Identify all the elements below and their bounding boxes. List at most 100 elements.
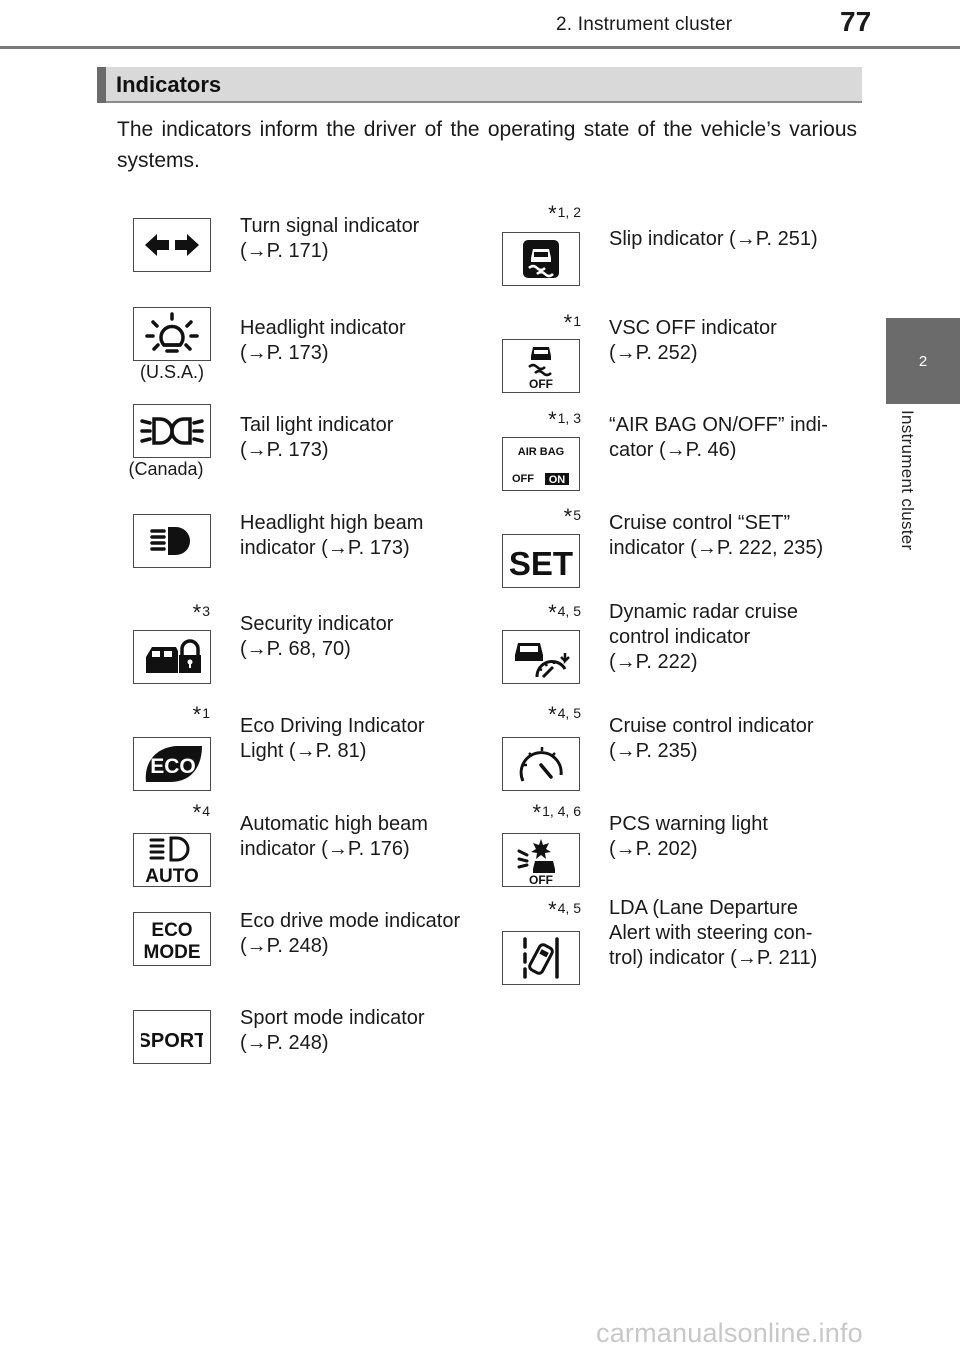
airbag-label: AIR BAG bbox=[518, 446, 564, 458]
footnote-marker: *1, 2 bbox=[548, 201, 581, 226]
footnote-marker: *4, 5 bbox=[548, 702, 581, 727]
cruise-control-description: Cruise control indicator (→P. 235) bbox=[609, 714, 849, 764]
description-line: control indicator bbox=[609, 626, 751, 648]
description-line: (→P. 248) bbox=[240, 1032, 329, 1054]
sport-mode-icon: SPORT bbox=[133, 1010, 211, 1064]
cruise-set-description: Cruise control “SET” indicator (→P. 222,… bbox=[609, 511, 846, 561]
description-line: (→P. 252) bbox=[609, 342, 698, 364]
eco-driving-description: Eco Driving Indicator Light (→P. 81) bbox=[240, 714, 477, 764]
description-line: Headlight high beam bbox=[240, 512, 424, 534]
watermark: carmanualsonline.info bbox=[596, 1318, 863, 1348]
headlight-description: Headlight indicator (→P. 173) bbox=[240, 316, 480, 366]
description-line: Light (→P. 81) bbox=[240, 740, 367, 762]
description-line: Sport mode indicator bbox=[240, 1007, 425, 1029]
section-heading-marker bbox=[97, 67, 106, 103]
footnote-marker: *4, 5 bbox=[548, 600, 581, 625]
pcs-off-label: OFF bbox=[529, 873, 553, 885]
footnote-marker: *3 bbox=[192, 600, 210, 625]
eco-driving-icon: ECO bbox=[133, 737, 211, 791]
vsc-off-label: OFF bbox=[529, 377, 553, 390]
footnote-marker: *1 bbox=[192, 702, 210, 727]
description-line: indicator (→P. 222, 235) bbox=[609, 537, 824, 559]
airbag-off-label: OFF bbox=[512, 473, 534, 485]
description-line: Dynamic radar cruise bbox=[609, 601, 798, 623]
description-line: PCS warning light bbox=[609, 813, 768, 835]
sport-mode-description: Sport mode indicator (→P. 248) bbox=[240, 1006, 480, 1056]
auto-label: AUTO bbox=[145, 866, 198, 884]
description-line: (→P. 173) bbox=[240, 342, 329, 364]
slip-icon bbox=[502, 232, 580, 286]
description-line: VSC OFF indicator bbox=[609, 317, 777, 339]
tail-light-icon bbox=[133, 404, 211, 458]
slip-description: Slip indicator (→P. 251) bbox=[609, 227, 849, 252]
chapter-tab: 2 bbox=[886, 318, 960, 404]
description-line: Headlight indicator bbox=[240, 317, 406, 339]
auto-high-beam-description: Automatic high beam indicator (→P. 176) bbox=[240, 812, 477, 862]
eco-mode-description: Eco drive mode indicator (→P. 248) bbox=[240, 909, 480, 959]
footnote-marker: *4 bbox=[192, 800, 210, 825]
lda-icon bbox=[502, 931, 580, 985]
high-beam-icon bbox=[133, 514, 211, 568]
section-heading-bar: Indicators bbox=[97, 67, 862, 103]
radar-cruise-description: Dynamic radar cruise control indicator (… bbox=[609, 600, 846, 675]
description-line: (→P. 248) bbox=[240, 935, 329, 957]
intro-paragraph: The indicators inform the driver of the … bbox=[117, 118, 857, 172]
region-note-usa: (U.S.A.) bbox=[139, 362, 204, 382]
region-note-canada: (Canada) bbox=[128, 459, 204, 479]
description-line: indicator (→P. 173) bbox=[240, 537, 410, 559]
description-line: Tail light indicator bbox=[240, 414, 394, 436]
footnote-marker: *1 bbox=[563, 310, 581, 335]
description-line: trol) indicator (→P. 211) bbox=[609, 947, 818, 969]
description-line: Automatic high beam bbox=[240, 813, 428, 835]
description-line: cator (→P. 46) bbox=[609, 439, 737, 461]
description-line: Turn signal indicator bbox=[240, 215, 420, 237]
description-line: Security indicator bbox=[240, 613, 394, 635]
footnote-marker: *1, 3 bbox=[548, 407, 581, 432]
headlight-icon bbox=[133, 307, 211, 361]
set-label: SET bbox=[509, 545, 573, 581]
description-line: indicator (→P. 176) bbox=[240, 838, 410, 860]
description-line: (→P. 202) bbox=[609, 838, 698, 860]
cruise-set-icon: SET bbox=[502, 534, 580, 588]
description-line: LDA (Lane Departure bbox=[609, 897, 799, 919]
auto-high-beam-icon: AUTO bbox=[133, 833, 211, 887]
eco-mode-label-top: ECO bbox=[151, 920, 192, 941]
tail-light-description: Tail light indicator (→P. 173) bbox=[240, 413, 480, 463]
description-line: “AIR BAG ON/OFF” indi- bbox=[609, 414, 828, 436]
sport-label: SPORT bbox=[141, 1030, 203, 1052]
security-description: Security indicator (→P. 68, 70) bbox=[240, 612, 480, 662]
description-line: (→P. 68, 70) bbox=[240, 638, 351, 660]
radar-cruise-icon bbox=[502, 630, 580, 684]
description-line: Cruise control indicator bbox=[609, 715, 814, 737]
description-line: Eco drive mode indicator bbox=[240, 910, 461, 932]
description-line: (→P. 222) bbox=[609, 651, 698, 673]
airbag-on-off-icon: AIR BAG OFF ON bbox=[502, 437, 580, 491]
description-line: Cruise control “SET” bbox=[609, 512, 791, 534]
chapter-title: Instrument cluster bbox=[898, 410, 917, 551]
eco-label: ECO bbox=[150, 755, 196, 778]
airbag-description: “AIR BAG ON/OFF” indi- cator (→P. 46) bbox=[609, 413, 846, 463]
cruise-control-icon bbox=[502, 737, 580, 791]
turn-signal-description: Turn signal indicator (→P. 171) bbox=[240, 214, 480, 264]
chapter-number: 2 bbox=[918, 352, 928, 370]
lda-description: LDA (Lane Departure Alert with steering … bbox=[609, 896, 846, 971]
vsc-off-icon: OFF bbox=[502, 339, 580, 393]
eco-mode-icon: ECO MODE bbox=[133, 912, 211, 966]
vsc-off-description: VSC OFF indicator (→P. 252) bbox=[609, 316, 849, 366]
footnote-marker: *5 bbox=[563, 504, 581, 529]
airbag-on-label: ON bbox=[549, 474, 566, 486]
security-icon bbox=[133, 630, 211, 684]
description-line: (→P. 235) bbox=[609, 740, 698, 762]
eco-mode-label-bottom: MODE bbox=[144, 942, 201, 962]
description-line: Alert with steering con- bbox=[609, 922, 813, 944]
high-beam-description: Headlight high beam indicator (→P. 173) bbox=[240, 511, 477, 561]
section-title: Indicators bbox=[116, 72, 222, 97]
description-line: (→P. 173) bbox=[240, 439, 329, 461]
turn-signal-icon bbox=[133, 218, 211, 272]
description-line: Eco Driving Indicator bbox=[240, 715, 425, 737]
pcs-warning-icon: OFF bbox=[502, 833, 580, 887]
description-line: (→P. 171) bbox=[240, 240, 329, 262]
footnote-marker: *4, 5 bbox=[548, 897, 581, 922]
header-rule bbox=[0, 46, 960, 49]
running-header-section: 2. Instrument cluster bbox=[556, 14, 733, 35]
